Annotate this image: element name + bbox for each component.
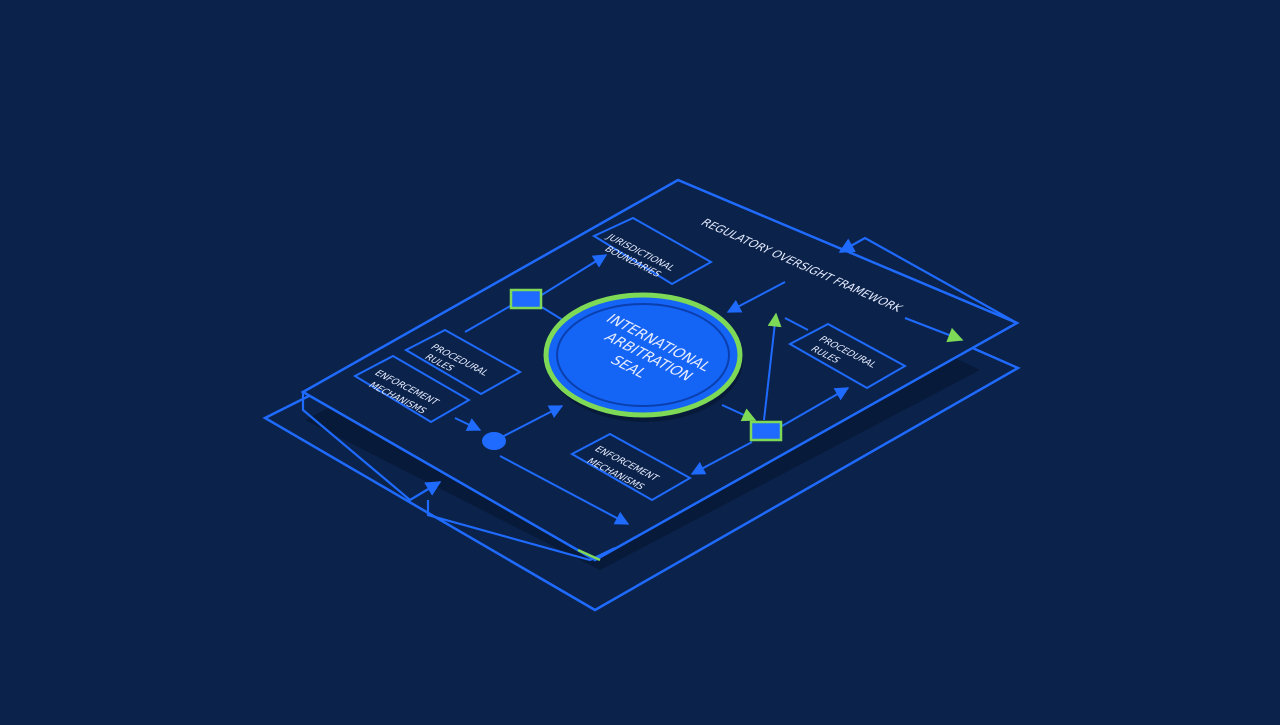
decision-node-left xyxy=(509,288,543,310)
line-procedural-to-node xyxy=(464,304,513,333)
green-arrow-seal-to-node xyxy=(721,404,757,422)
arrow-framework-to-seal xyxy=(726,281,786,313)
green-arrow-vertical xyxy=(763,312,782,421)
line-green-to-procedural-right xyxy=(784,317,809,331)
arrow-node-to-seal xyxy=(499,405,564,439)
bottom-loop-connector xyxy=(426,500,616,562)
decision-node-right xyxy=(749,420,783,442)
green-bottom-accent xyxy=(577,548,601,562)
junction-node xyxy=(482,432,506,450)
right-loop-connector xyxy=(838,236,1018,324)
international-arbitration-seal: INTERNATIONAL ARBITRATION SEAL xyxy=(543,292,743,422)
arrow-to-jurisdictional xyxy=(539,254,608,297)
arrow-node-down xyxy=(499,455,630,525)
left-loop-connector xyxy=(301,392,442,502)
arrow-node-to-procedural-right xyxy=(781,387,850,427)
green-right-arrow xyxy=(904,316,964,343)
arrow-enforcement-to-node xyxy=(454,417,482,431)
arrow-node-to-enforcement-right xyxy=(690,441,753,475)
